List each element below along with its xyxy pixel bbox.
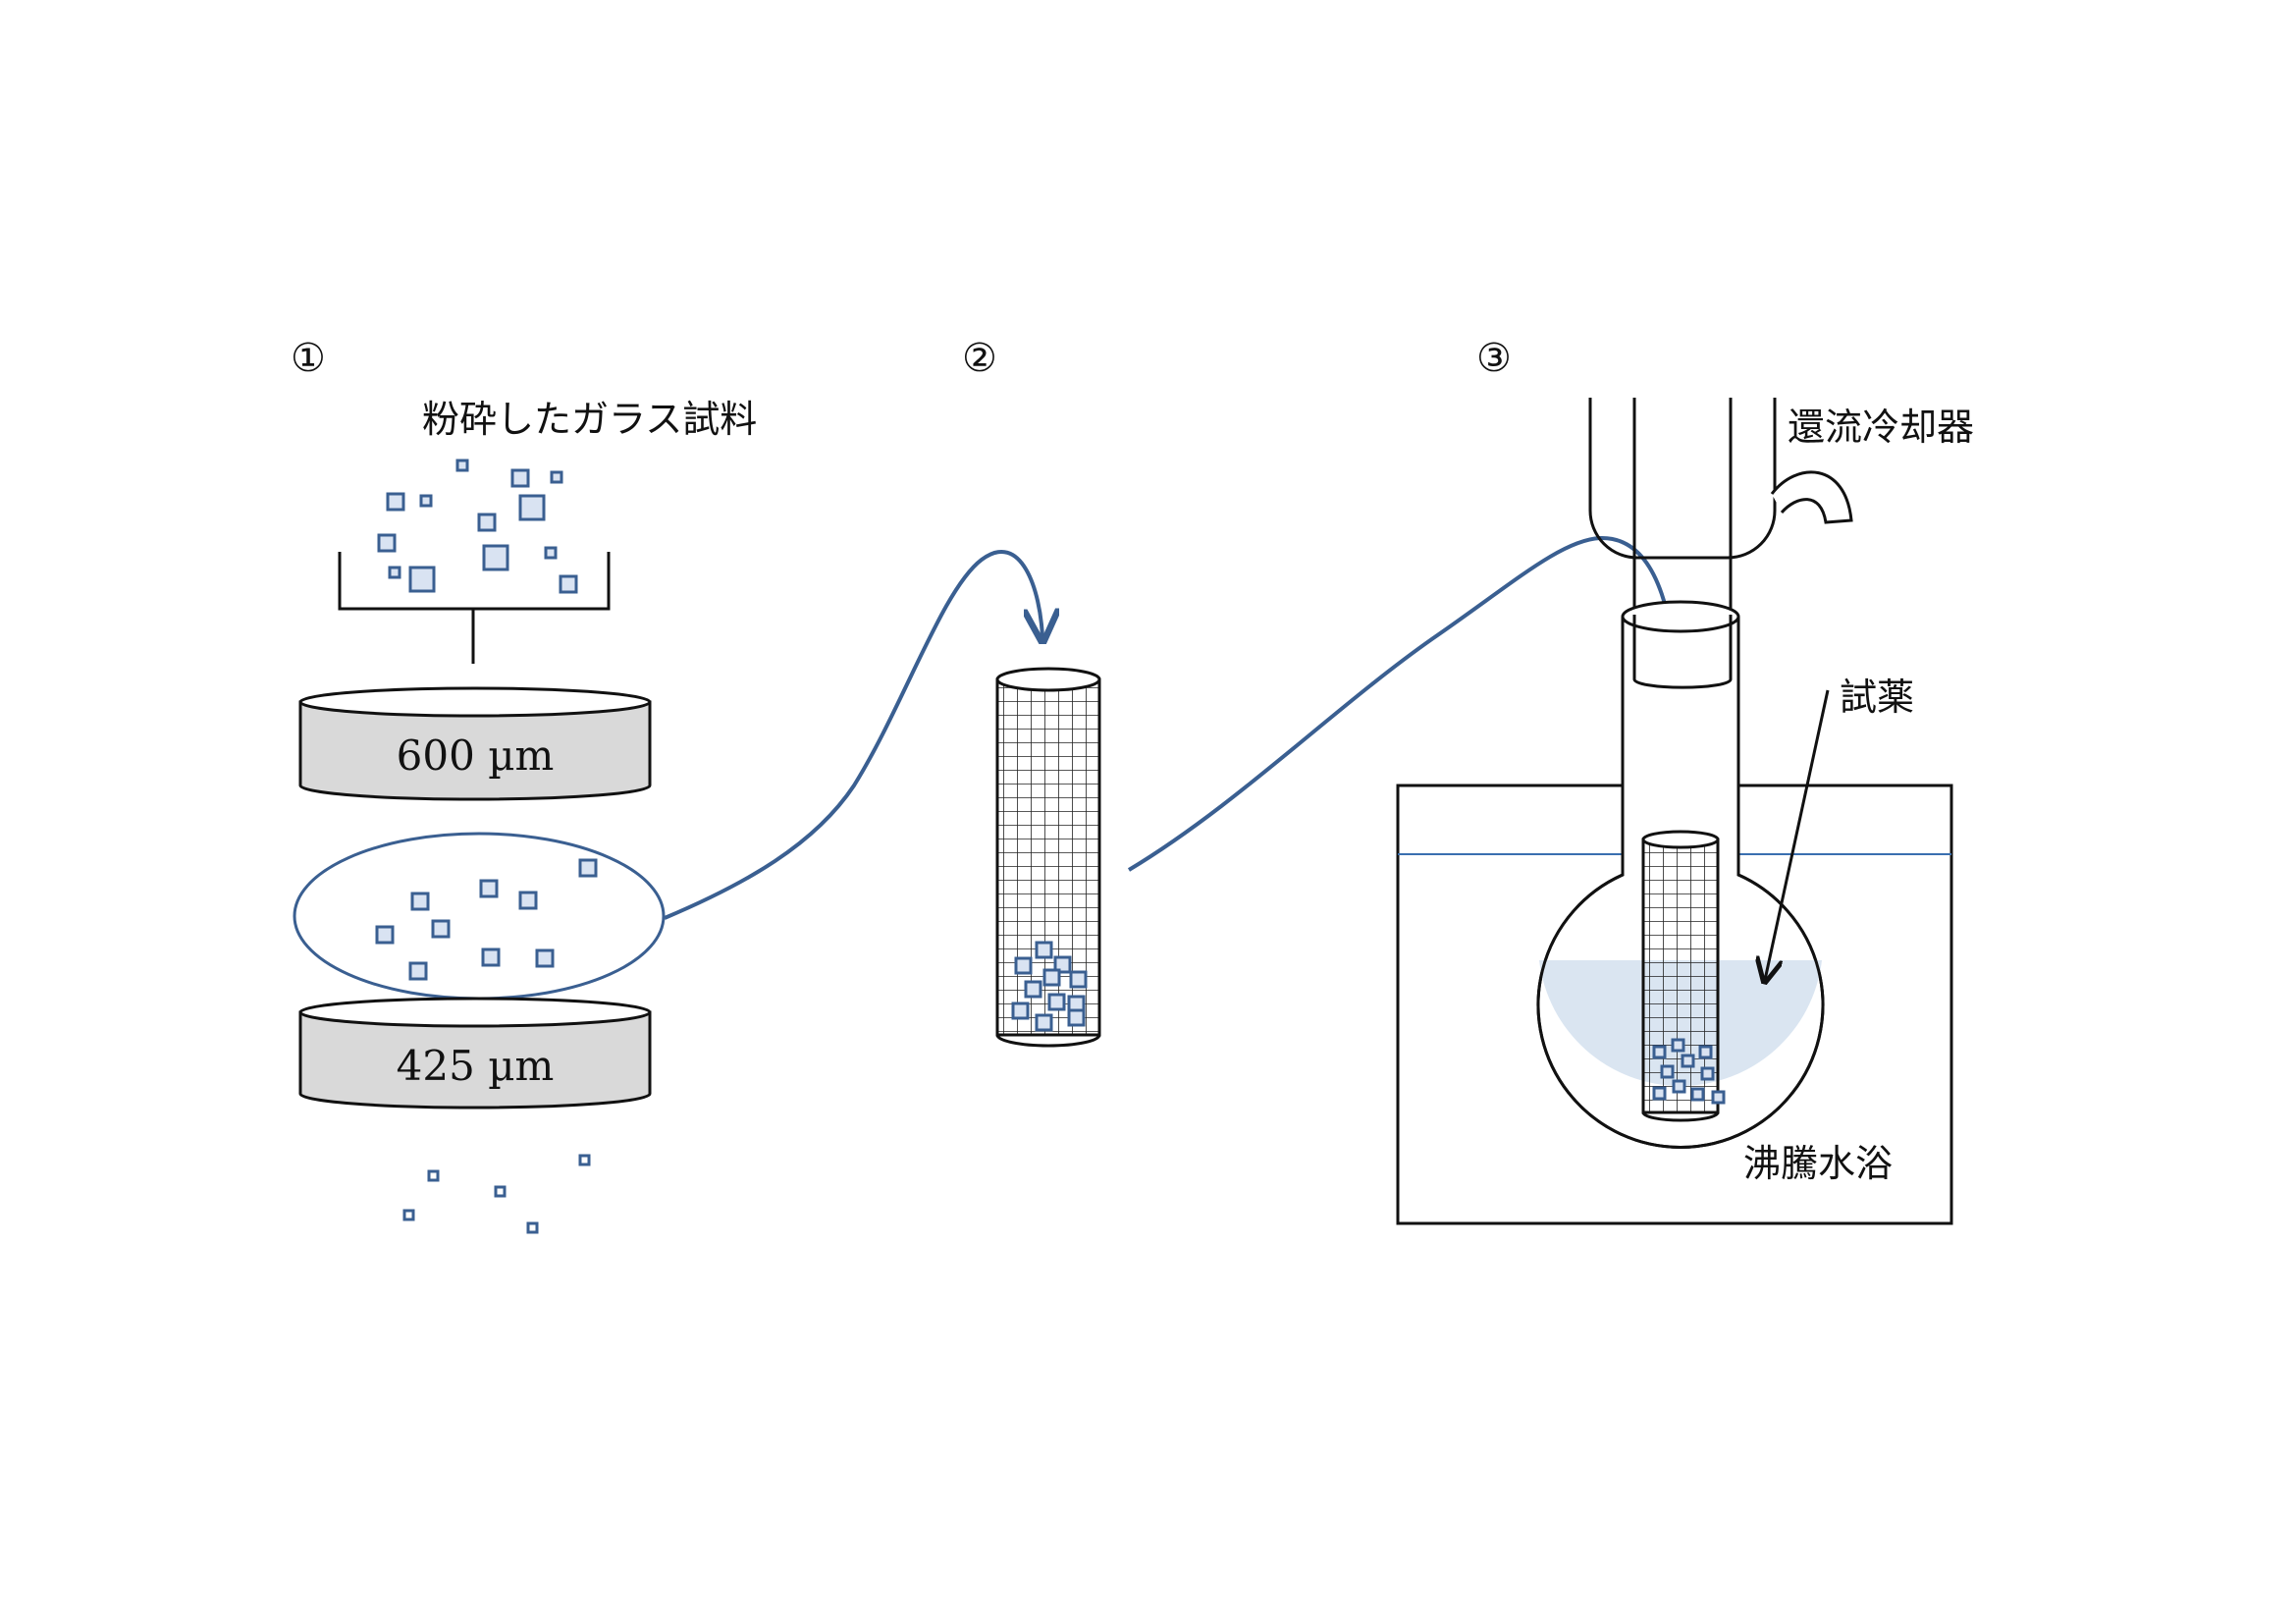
fine-particles — [402, 1154, 591, 1234]
funnel-tray — [338, 552, 611, 664]
retained-fraction — [293, 832, 666, 1001]
boiling-water-bath-label: 沸騰水浴 — [1743, 1142, 1893, 1185]
step-1-marker: ① — [291, 336, 326, 381]
sieve-425-label: 425 µm — [397, 1042, 555, 1090]
transfer-arrow-1 — [664, 550, 1042, 920]
mesh-basket — [995, 667, 1101, 1048]
step-2-marker: ② — [962, 336, 997, 381]
sieve-600: 600 µm — [298, 686, 652, 801]
ground-glass-sample-label: 粉砕したガラス試料 — [422, 398, 757, 441]
reagent-label: 試薬 — [1840, 676, 1914, 719]
reflux-condenser — [1588, 398, 1853, 615]
transfer-arrow-2 — [1127, 535, 1681, 872]
step-2: ② — [962, 336, 1101, 1048]
step-3: ③ 還流冷却器 — [1396, 336, 1974, 1225]
step-3-marker: ③ — [1476, 336, 1512, 381]
sieve-600-label: 600 µm — [397, 731, 555, 780]
mesh-basket-in-flask — [1641, 830, 1726, 1122]
crushed-particles — [377, 459, 578, 594]
step-1: ① 粉砕したガラス試料 600 µm — [291, 336, 757, 1234]
sieve-425: 425 µm — [298, 997, 652, 1110]
reagent-pointer — [1765, 689, 1830, 980]
condenser-label: 還流冷却器 — [1788, 406, 1974, 449]
